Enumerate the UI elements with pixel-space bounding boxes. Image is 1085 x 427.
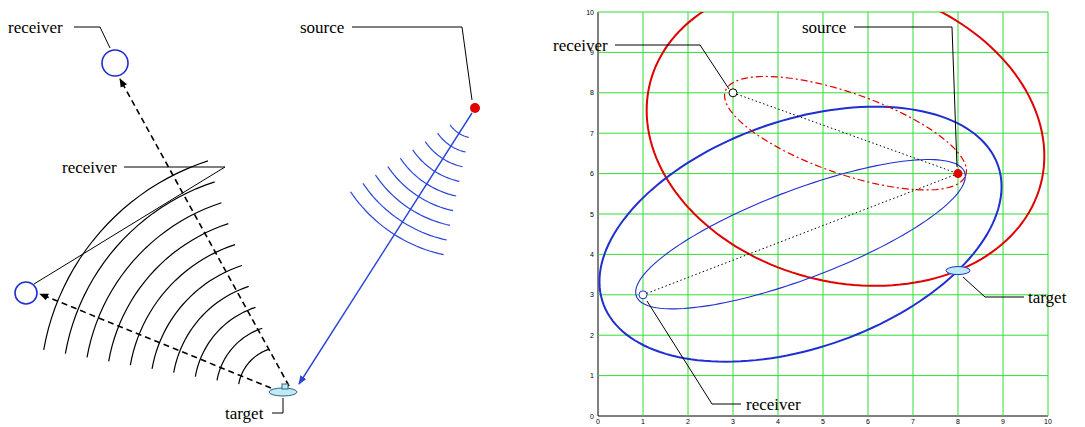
ship-tower xyxy=(282,384,288,389)
grid-line xyxy=(598,92,1048,93)
axis-tick-label: 7 xyxy=(590,130,594,137)
receiver-circle xyxy=(102,50,128,76)
axis-tick-label: 2 xyxy=(686,418,690,425)
reflected-wavefront xyxy=(152,266,242,369)
reflected-wavefront xyxy=(130,245,235,365)
axis-tick-label: 9 xyxy=(590,49,594,56)
incident-wavefront xyxy=(351,192,444,255)
grid-line xyxy=(868,12,869,416)
iso-range-ellipse xyxy=(647,12,1045,286)
iso-range-ellipse xyxy=(599,107,1001,362)
axis-tick-label: 8 xyxy=(956,418,960,425)
incident-wavefront xyxy=(413,150,460,181)
leader-line xyxy=(854,27,957,167)
axis-tick-label: 6 xyxy=(590,170,594,177)
target-marker xyxy=(946,267,970,275)
left-panel xyxy=(15,27,480,413)
grid-line xyxy=(598,133,1048,134)
axis-tick-label: 1 xyxy=(590,372,594,379)
grid-line xyxy=(1003,12,1004,416)
grid-line xyxy=(1048,12,1049,416)
leader-line xyxy=(352,27,472,100)
axis-tick-label: 1 xyxy=(641,418,645,425)
axis-tick-label: 0 xyxy=(596,418,600,425)
leader-line xyxy=(647,301,741,404)
receiver-circle xyxy=(15,282,37,304)
callout-label: receiver xyxy=(62,159,117,176)
incident-ray xyxy=(299,113,472,384)
echo-ray xyxy=(120,79,289,386)
receiver-circle xyxy=(729,89,737,97)
axis-tick-label: 4 xyxy=(590,251,594,258)
axis-tick-label: 9 xyxy=(1001,418,1005,425)
grid-line xyxy=(598,214,1048,215)
incident-wavefront xyxy=(363,183,447,240)
reflected-wavefront xyxy=(44,161,208,350)
callout-label: receiver xyxy=(746,396,801,413)
reflected-wavefront xyxy=(65,182,214,354)
baseline xyxy=(733,93,958,174)
axis-tick-label: 8 xyxy=(590,89,594,96)
incident-wavefront xyxy=(400,158,456,196)
leader-line xyxy=(34,167,225,284)
reflected-wavefront xyxy=(217,328,262,380)
axis-tick-label: 2 xyxy=(590,332,594,339)
right-panel xyxy=(598,0,1048,416)
leader-line xyxy=(615,45,729,89)
callout-label: receiver xyxy=(8,19,63,36)
axis-tick-label: 6 xyxy=(866,418,870,425)
incident-wavefront xyxy=(450,125,469,138)
plot-curves xyxy=(599,12,1044,362)
incident-wavefront xyxy=(388,167,453,211)
source-dot xyxy=(470,103,480,113)
leader-line xyxy=(74,27,110,48)
callout-label: source xyxy=(300,19,344,36)
source-dot xyxy=(954,169,963,178)
reflected-wavefront xyxy=(239,349,269,384)
axis-tick-label: 4 xyxy=(776,418,780,425)
callout-label: source xyxy=(802,19,846,36)
grid-line xyxy=(958,12,959,416)
grid-line xyxy=(598,12,1048,13)
baseline-ellipse xyxy=(636,160,966,309)
grid-line xyxy=(913,12,914,416)
axis-tick-label: 5 xyxy=(590,211,594,218)
axis-tick-label: 10 xyxy=(586,9,594,16)
axis-tick-label: 7 xyxy=(911,418,915,425)
echo-ray xyxy=(40,294,271,388)
callout-label: target xyxy=(1028,289,1066,306)
leader-line xyxy=(963,277,1024,297)
incident-wavefront xyxy=(438,133,466,152)
baseline xyxy=(643,174,958,295)
axis-tick-label: 3 xyxy=(590,291,594,298)
incident-wavefront xyxy=(425,141,462,166)
grid-line xyxy=(598,173,1048,174)
incident-wavefront xyxy=(375,175,449,225)
reflected-wavefront xyxy=(174,286,249,372)
grid-line xyxy=(598,52,1048,53)
callout-label: target xyxy=(225,405,263,422)
callout-label: receiver xyxy=(553,37,608,54)
axis-tick-label: 5 xyxy=(821,418,825,425)
axis-tick-label: 0 xyxy=(590,413,594,420)
axis-tick-label: 3 xyxy=(731,418,735,425)
leader-line xyxy=(272,398,283,413)
receiver-circle xyxy=(639,291,647,299)
axis-tick-label: 10 xyxy=(1044,418,1052,425)
reflected-wavefront xyxy=(195,307,255,376)
